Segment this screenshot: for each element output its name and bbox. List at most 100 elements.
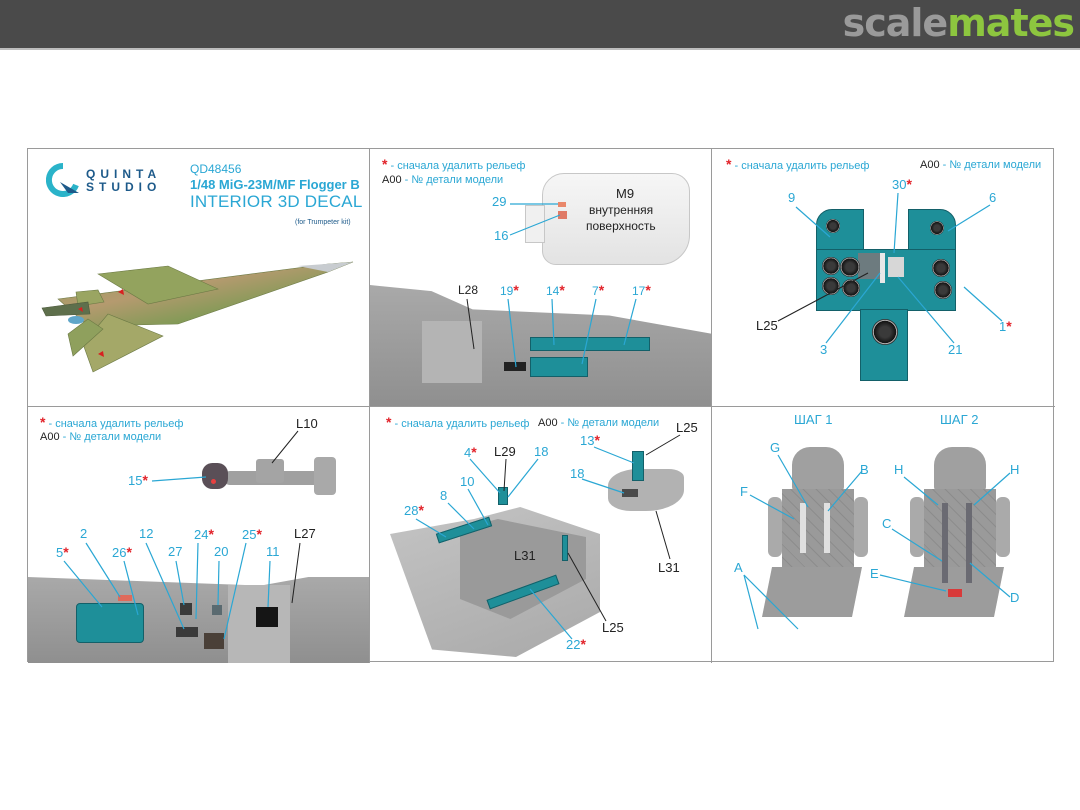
seat1-strap	[824, 503, 830, 553]
side-part-l31	[608, 469, 684, 511]
decal-panel-13	[632, 451, 644, 481]
part-l27-label: L27	[294, 526, 316, 541]
seat-label-g: G	[770, 440, 781, 455]
gauge	[930, 221, 944, 235]
logo-line2: STUDIO	[86, 180, 162, 194]
part-l31-label: L31	[514, 548, 536, 563]
product-info-cell: QUINTA STUDIO QD48456 1/48 MiG-23M/MF Fl…	[28, 149, 370, 407]
logo-line1: QUINTA	[86, 167, 162, 181]
decal-panel-l29	[498, 487, 508, 505]
step2-title: ШАГ 2	[940, 412, 979, 427]
decal-label-3: 3	[820, 342, 828, 357]
seat2-headrest	[934, 447, 986, 491]
decal-panel-19	[504, 362, 526, 371]
quinta-logo-icon	[45, 162, 80, 197]
star-icon: *	[598, 282, 605, 298]
part-m9-desc1: внутренняя	[589, 203, 654, 217]
seat2-side	[996, 497, 1010, 557]
seat2-strap	[966, 503, 972, 583]
decal-label-8: 8	[440, 488, 448, 503]
decal-label-22: 22*	[566, 636, 586, 652]
star-icon: *	[256, 526, 262, 542]
star-icon: *	[906, 176, 912, 192]
legend-part-number: A00 - № детали модели	[920, 159, 1042, 171]
gauge	[822, 257, 840, 275]
decal-label-16: 16	[494, 228, 509, 243]
decal-15-stick-head	[202, 463, 228, 489]
decal-panel-12	[176, 627, 198, 637]
legend-star-icon: *	[726, 156, 732, 172]
dashboard-cell: * - сначала удалить рельеф A00 - № детал…	[712, 149, 1055, 407]
part-l31-label-side: L31	[658, 560, 680, 575]
decal-label-6: 6	[989, 190, 997, 205]
legend-remove-relief: * - сначала удалить рельеф	[386, 414, 530, 430]
decal-label-28: 28*	[404, 502, 424, 518]
seat2-buckle	[948, 589, 962, 597]
site-header: scalemates	[0, 0, 1080, 50]
decal-label-11: 11	[266, 544, 280, 559]
brand-scale: scale	[842, 1, 949, 45]
legend-remove-relief: * - сначала удалить рельеф	[382, 156, 526, 172]
dashboard-left-wing	[816, 209, 864, 251]
decal-label-21: 21	[948, 342, 963, 357]
canopy-part-m9	[542, 173, 690, 265]
decal-label-29: 29	[492, 194, 507, 209]
seat2-back	[924, 489, 996, 569]
product-code: QD48456	[190, 162, 242, 176]
decal-label-18b: 18	[570, 466, 585, 481]
legend-star-icon: *	[40, 414, 46, 430]
gauge	[822, 277, 840, 295]
stick-base	[314, 457, 336, 495]
star-icon: *	[126, 544, 132, 560]
star-icon: *	[645, 282, 651, 298]
decal-label-2: 2	[80, 526, 88, 541]
stick-grip	[256, 459, 284, 483]
decal-label-13: 13*	[580, 432, 600, 448]
brand-mates: mates	[947, 1, 1075, 45]
star-icon: *	[1006, 318, 1012, 334]
product-note: (for Trumpeter kit)	[295, 219, 351, 226]
decal-panel-25	[204, 633, 224, 649]
seat1-side	[768, 497, 782, 557]
decal-panel-2	[118, 595, 132, 601]
star-icon: *	[471, 444, 477, 460]
gauge	[932, 259, 950, 277]
star-icon: *	[142, 472, 148, 488]
scalemates-logo[interactable]: scalemates	[842, 1, 1075, 45]
decal-label-10: 10	[460, 474, 475, 489]
legend-part-number: A00 - № детали модели	[382, 174, 504, 186]
seat2-strap	[942, 503, 948, 583]
decal-label-15: 15*	[128, 472, 148, 488]
decal-label-9: 9	[788, 190, 796, 205]
part-l25-label-top: L25	[676, 420, 698, 435]
seat-label-d: D	[1010, 590, 1020, 605]
decal-label-30: 30*	[892, 176, 912, 192]
product-title: 1/48 MiG-23M/MF Flogger B	[190, 177, 360, 192]
seat-label-f: F	[740, 484, 748, 499]
seat-label-e: E	[870, 566, 879, 581]
seat-cell: ШАГ 1 ШАГ 2 G B F A H H C E D	[712, 407, 1055, 663]
console-block	[422, 321, 482, 383]
decal-panel-l25	[562, 535, 568, 561]
decal-label-24: 24*	[194, 526, 214, 542]
decal-panel-14-17	[530, 337, 650, 351]
decal-label-25: 25*	[242, 526, 262, 542]
gauge	[840, 257, 860, 277]
seat-label-b: B	[860, 462, 869, 477]
decal-panel-7	[530, 357, 588, 377]
decal-panel-18b	[622, 489, 638, 497]
decal-label-1: 1*	[999, 318, 1012, 334]
decal-panel-11	[256, 607, 278, 627]
seat1-back	[782, 489, 854, 569]
star-icon: *	[580, 636, 586, 652]
seat2-side	[910, 497, 924, 557]
seat1-headrest	[792, 447, 844, 491]
dashboard-grid	[888, 257, 904, 277]
legend-star-icon: *	[386, 414, 392, 430]
seat-label-a: A	[734, 560, 743, 575]
product-subtitle: INTERIOR 3D DECAL	[190, 192, 363, 211]
star-icon: *	[513, 282, 519, 298]
stick-button	[211, 479, 216, 484]
legend-remove-relief: * - сначала удалить рельеф	[726, 156, 870, 172]
part-l25-label: L25	[756, 318, 778, 333]
